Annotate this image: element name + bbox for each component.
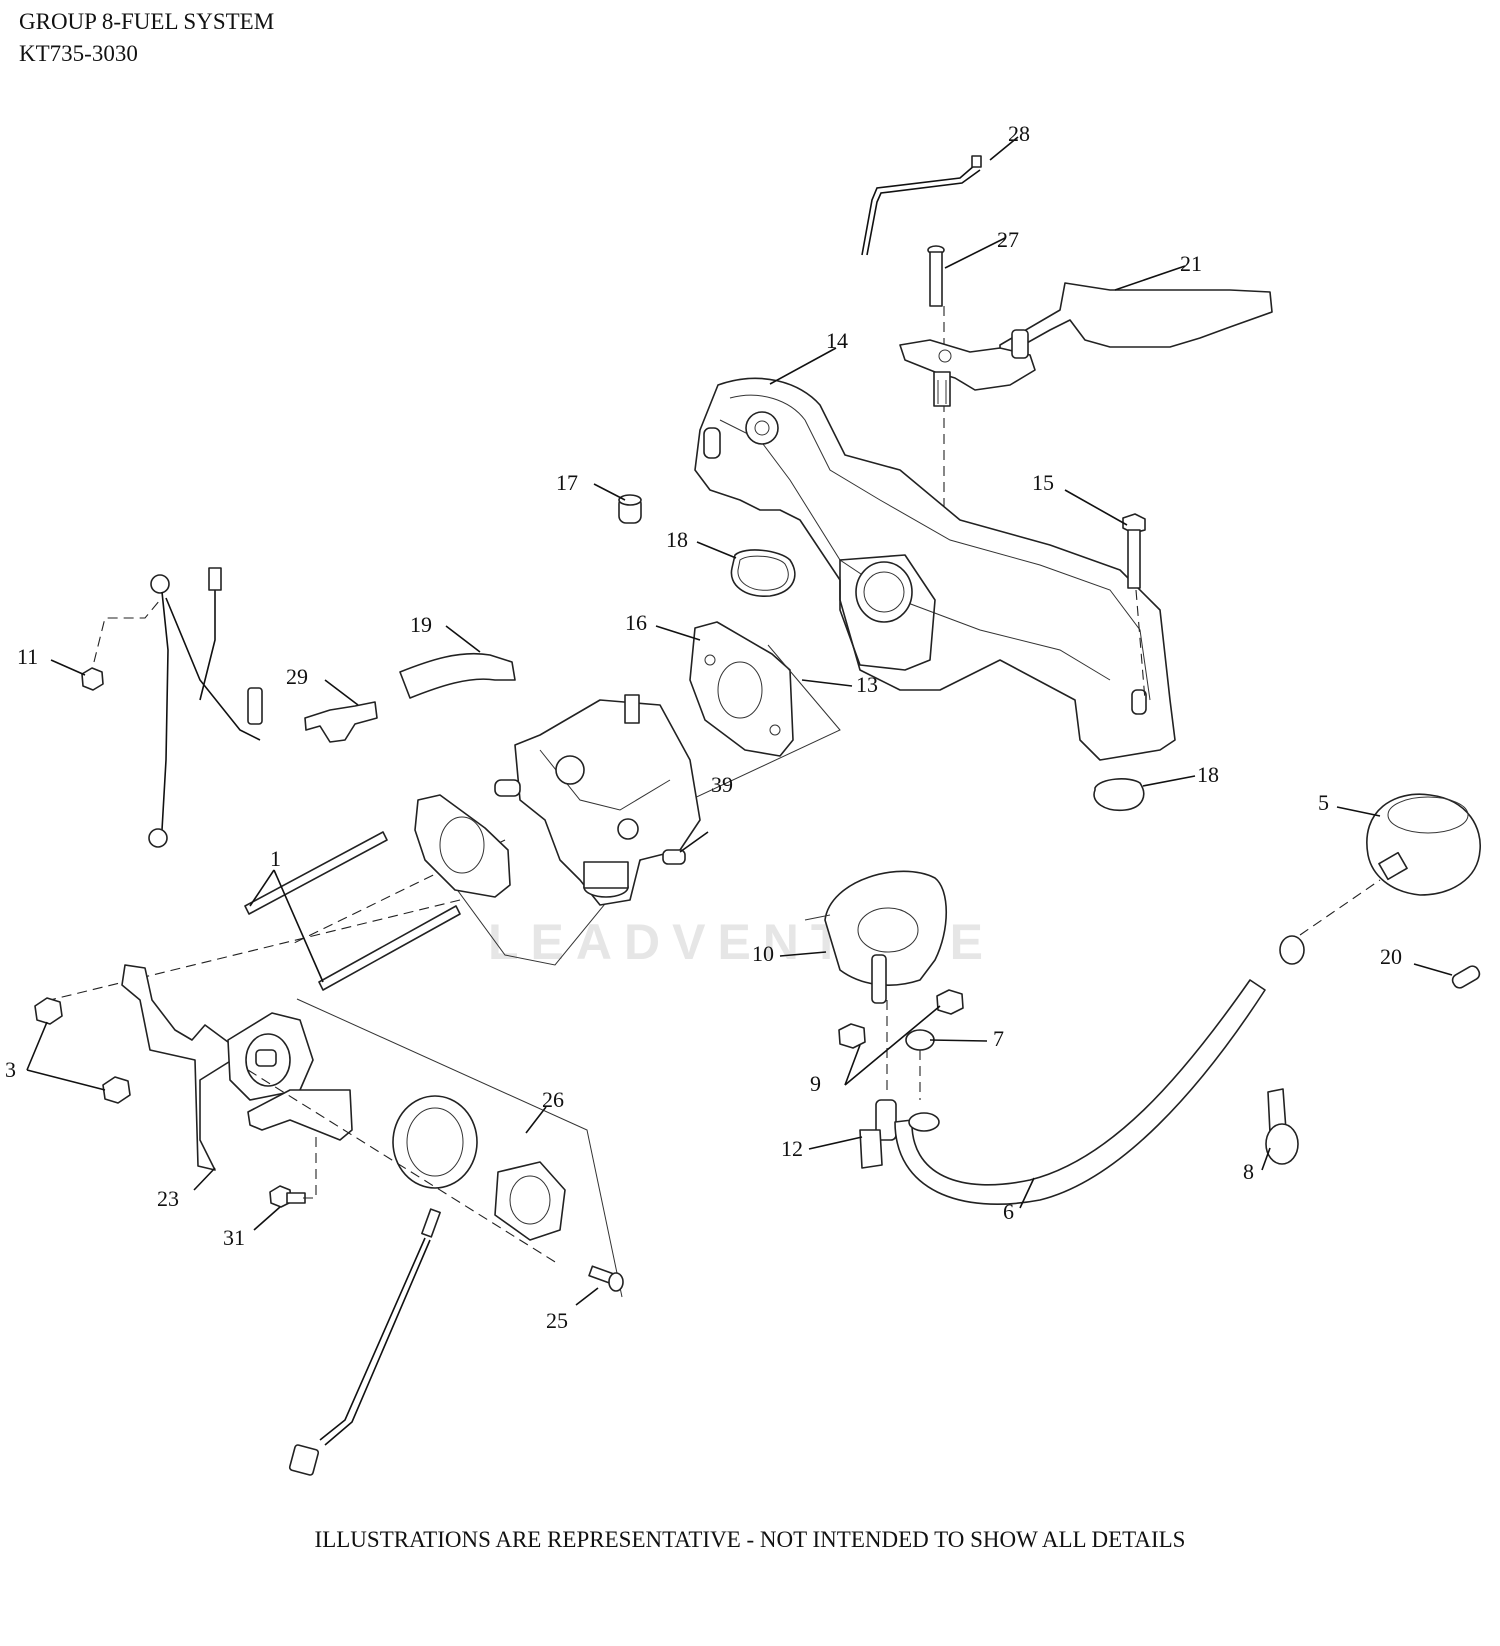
part-6-fuel-hose[interactable] xyxy=(894,979,1266,1205)
callout-26[interactable]: 26 xyxy=(542,1087,564,1112)
callout-7[interactable]: 7 xyxy=(993,1026,1004,1051)
part-15-bolt[interactable] xyxy=(1122,513,1146,589)
callout-labels: 28 27 21 14 15 17 18 18 16 19 13 29 11 3… xyxy=(5,121,1402,1333)
callout-9[interactable]: 9 xyxy=(810,1071,821,1096)
part-13-carburetor[interactable] xyxy=(494,694,701,906)
part-10-fuel-pump[interactable] xyxy=(804,870,948,1004)
part-12-elbow-fitting[interactable] xyxy=(859,1099,897,1169)
part-20-pin[interactable] xyxy=(1450,964,1481,990)
callout-21[interactable]: 21 xyxy=(1180,251,1202,276)
part-26-choke-assembly[interactable] xyxy=(227,1012,566,1241)
callout-15[interactable]: 15 xyxy=(1032,470,1054,495)
part-31-bolt[interactable] xyxy=(269,1185,306,1208)
part-28-governor-link[interactable] xyxy=(861,155,982,256)
callout-28[interactable]: 28 xyxy=(1008,121,1030,146)
part-14-intake-manifold[interactable] xyxy=(694,377,1176,761)
part-18-gasket-upper[interactable] xyxy=(730,549,796,597)
callout-14[interactable]: 14 xyxy=(826,328,848,353)
sensor-cable[interactable] xyxy=(288,1208,441,1476)
page-title: GROUP 8-FUEL SYSTEM xyxy=(19,9,275,34)
part-39-idle-screw[interactable] xyxy=(662,849,686,865)
callout-3[interactable]: 3 xyxy=(5,1057,16,1082)
callout-18[interactable]: 18 xyxy=(666,527,688,552)
part-1-studs[interactable] xyxy=(244,831,461,991)
callout-27[interactable]: 27 xyxy=(997,227,1019,252)
callout-leaders xyxy=(26,136,1453,1306)
callout-6[interactable]: 6 xyxy=(1003,1199,1014,1224)
part-21-control-bracket[interactable] xyxy=(899,282,1273,407)
callout-39[interactable]: 39 xyxy=(711,772,733,797)
part-8-hose-clip[interactable] xyxy=(1265,1088,1299,1165)
part-17-spacer[interactable] xyxy=(618,494,642,524)
callout-10[interactable]: 10 xyxy=(752,941,774,966)
callout-29[interactable]: 29 xyxy=(286,664,308,689)
part-carb-inlet-gasket[interactable] xyxy=(414,794,511,898)
part-27-screw[interactable] xyxy=(927,245,945,307)
model-number: KT735-3030 xyxy=(19,41,138,66)
callout-13[interactable]: 13 xyxy=(856,672,878,697)
callout-23[interactable]: 23 xyxy=(157,1186,179,1211)
part-16-carb-gasket[interactable] xyxy=(689,621,794,757)
part-23-bracket[interactable] xyxy=(121,964,233,1171)
part-18-gasket-lower[interactable] xyxy=(1093,778,1145,812)
callout-1[interactable]: 1 xyxy=(270,846,281,871)
part-19-vent-hose[interactable] xyxy=(399,652,516,699)
hose-clamp[interactable] xyxy=(1279,935,1305,965)
callout-12[interactable]: 12 xyxy=(781,1136,803,1161)
callout-11[interactable]: 11 xyxy=(17,644,38,669)
part-29-fitting[interactable] xyxy=(304,701,378,743)
part-11-screw[interactable] xyxy=(81,667,104,691)
part-5-fuel-filter[interactable] xyxy=(1366,793,1481,896)
wire-harness[interactable] xyxy=(148,567,263,848)
part-9-screws[interactable] xyxy=(838,989,964,1049)
callout-19[interactable]: 19 xyxy=(410,612,432,637)
part-3-nuts[interactable] xyxy=(34,997,131,1104)
part-7-clamp[interactable] xyxy=(905,1029,935,1051)
callout-20[interactable]: 20 xyxy=(1380,944,1402,969)
callout-31[interactable]: 31 xyxy=(223,1225,245,1250)
part-25-screw[interactable] xyxy=(588,1265,624,1292)
callout-8[interactable]: 8 xyxy=(1243,1159,1254,1184)
callout-18[interactable]: 18 xyxy=(1197,762,1219,787)
callout-17[interactable]: 17 xyxy=(556,470,578,495)
callout-5[interactable]: 5 xyxy=(1318,790,1329,815)
callout-25[interactable]: 25 xyxy=(546,1308,568,1333)
disclaimer-footer: ILLUSTRATIONS ARE REPRESENTATIVE - NOT I… xyxy=(314,1527,1186,1552)
callout-16[interactable]: 16 xyxy=(625,610,647,635)
